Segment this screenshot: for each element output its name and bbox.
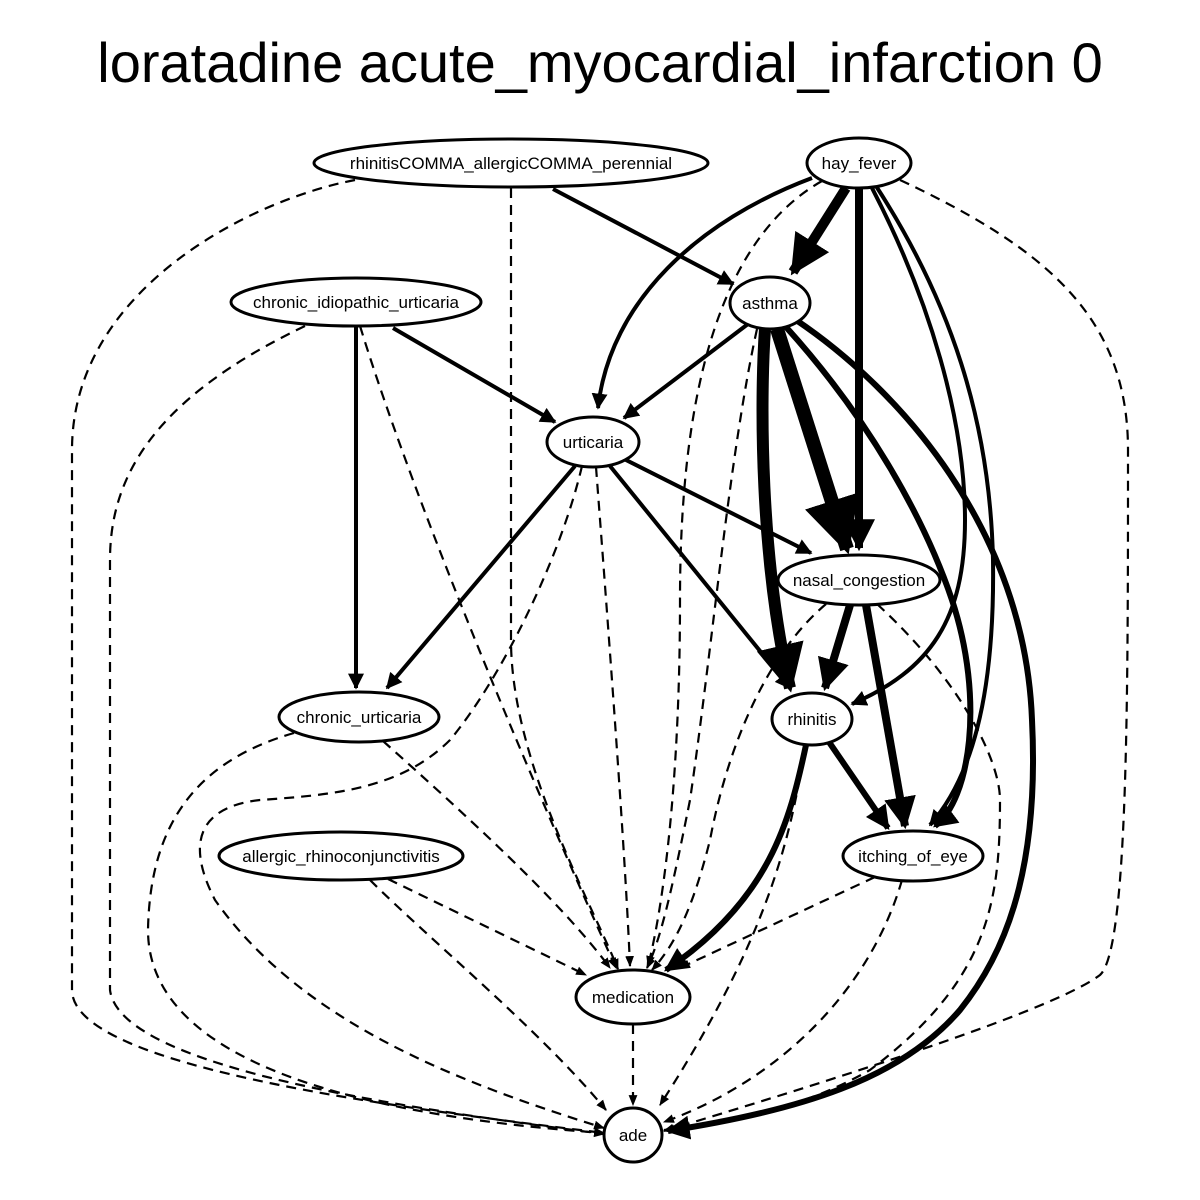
node-nasal-congestion: nasal_congestion — [776, 553, 942, 607]
node-ade: ade — [602, 1106, 664, 1164]
node-asthma: asthma — [728, 275, 812, 331]
node-chronic-urticaria: chronic_urticaria — [277, 690, 441, 744]
edge-hay-fever-to-rhinitis — [850, 187, 968, 706]
node-shape — [229, 276, 483, 328]
edge-rhinitis-to-ade — [659, 744, 807, 1106]
edge-allergic-rhinoconjunctivitis-to-ade — [369, 879, 607, 1111]
node-urticaria: urticaria — [545, 415, 641, 469]
node-label: rhinitisCOMMA_allergicCOMMA_perennial — [350, 154, 672, 173]
edge-asthma-to-nasal-congestion — [770, 326, 859, 555]
node-chronic-idiopathic-urticaria: chronic_idiopathic_urticaria — [229, 276, 483, 328]
edge-rhinitis-to-medication — [664, 744, 809, 973]
node-shape — [574, 968, 692, 1026]
edge-allergic-rhinoconjunctivitis-to-medication — [387, 878, 587, 976]
edge-asthma-to-urticaria — [622, 322, 750, 420]
node-shape — [805, 136, 913, 190]
edge-rhinitis-allergic-perennial-to-ade — [70, 178, 606, 1137]
edge-nasal-congestion-to-medication — [651, 603, 827, 971]
graph-title: loratadine acute_myocardial_infarction 0 — [97, 31, 1102, 94]
node-rhinitis: rhinitis — [770, 691, 854, 747]
edges-layer — [70, 176, 1130, 1140]
node-label: chronic_urticaria — [297, 708, 422, 727]
node-rhinitis-allergic-perennial: rhinitisCOMMA_allergicCOMMA_perennial — [312, 137, 710, 189]
edge-nasal-congestion-to-rhinitis — [817, 603, 854, 692]
node-shape — [217, 830, 465, 882]
edge-urticaria-to-medication — [594, 466, 634, 968]
node-label: asthma — [742, 294, 798, 313]
node-shape — [728, 275, 812, 331]
node-label: ade — [619, 1126, 647, 1145]
edge-asthma-to-itching-of-eye — [783, 324, 974, 829]
edge-asthma-to-ade — [665, 317, 1036, 1140]
edge-hay-fever-to-urticaria — [591, 176, 813, 410]
node-shape — [776, 553, 942, 607]
edge-hay-fever-to-ade — [662, 179, 1130, 1133]
node-label: nasal_congestion — [793, 571, 925, 590]
edge-nasal-congestion-to-ade — [662, 603, 1002, 1134]
node-label: medication — [592, 988, 674, 1007]
edge-asthma-to-rhinitis — [756, 328, 804, 693]
edge-rhinitis-allergic-perennial-to-medication — [509, 188, 620, 971]
edge-hay-fever-to-medication — [646, 180, 823, 968]
edge-chronic-idiopathic-urticaria-to-medication — [358, 325, 618, 970]
node-shape — [277, 690, 441, 744]
edge-urticaria-to-ade — [198, 465, 606, 1130]
edge-rhinitis-to-itching-of-eye — [826, 740, 891, 830]
node-shape — [770, 691, 854, 747]
edge-nasal-congestion-to-itching-of-eye — [862, 604, 916, 830]
nodes-layer: rhinitisCOMMA_allergicCOMMA_perennial hay… — [217, 136, 985, 1164]
node-label: itching_of_eye — [858, 847, 968, 866]
node-shape — [545, 415, 641, 469]
edge-itching-of-eye-to-medication — [679, 876, 876, 969]
node-shape — [602, 1106, 664, 1164]
node-label: rhinitis — [787, 710, 836, 729]
edge-chronic-urticaria-to-ade — [146, 731, 606, 1137]
edge-itching-of-eye-to-ade — [662, 879, 904, 1124]
node-medication: medication — [574, 968, 692, 1026]
node-label: hay_fever — [822, 154, 897, 173]
node-label: urticaria — [563, 433, 624, 452]
node-shape — [841, 829, 985, 883]
node-label: allergic_rhinoconjunctivitis — [242, 847, 439, 866]
node-hay-fever: hay_fever — [805, 136, 913, 190]
edge-urticaria-to-chronic-urticaria — [385, 464, 577, 690]
edge-rhinitis-allergic-perennial-to-asthma — [552, 187, 735, 286]
node-itching-of-eye: itching_of_eye — [841, 829, 985, 883]
edge-hay-fever-to-asthma — [788, 185, 851, 276]
node-shape — [312, 137, 710, 189]
edge-asthma-to-medication — [646, 328, 759, 969]
node-label: chronic_idiopathic_urticaria — [253, 293, 460, 312]
edge-chronic-idiopathic-urticaria-to-urticaria — [391, 326, 557, 424]
edge-chronic-urticaria-to-medication — [382, 740, 611, 969]
node-allergic-rhinoconjunctivitis: allergic_rhinoconjunctivitis — [217, 830, 465, 882]
edge-chronic-idiopathic-urticaria-to-ade — [108, 325, 606, 1138]
edge-urticaria-to-rhinitis — [608, 464, 792, 690]
edge-hay-fever-to-itching-of-eye — [874, 184, 996, 827]
edge-urticaria-to-nasal-congestion — [623, 457, 813, 555]
